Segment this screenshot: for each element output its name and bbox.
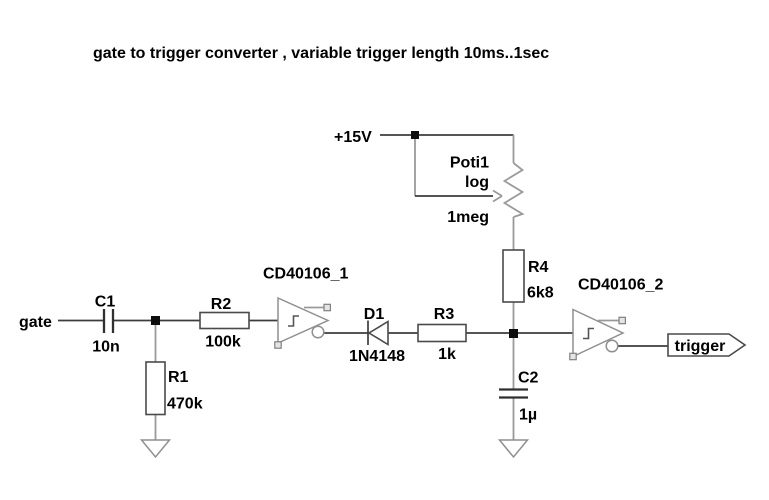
inverter2-ref-label: CD40106_2 bbox=[578, 277, 664, 294]
poti1-taper-label: log bbox=[465, 174, 489, 191]
inverter1-triangle bbox=[277, 296, 330, 345]
r3-value-label: 1k bbox=[438, 346, 456, 363]
c1-value-label: 10n bbox=[92, 339, 120, 356]
poti1-ref-label: Poti1 bbox=[450, 155, 489, 172]
c2-ref-label: C2 bbox=[518, 370, 539, 387]
inversion-bubble-icon bbox=[311, 325, 325, 339]
inverter2-schmitt: CD40106_2 bbox=[569, 277, 664, 361]
c1-ref-label: C1 bbox=[95, 294, 116, 311]
r1-resistor: R1 470k bbox=[145, 361, 203, 416]
ground-icon bbox=[139, 439, 172, 459]
c1-capacitor: C1 10n bbox=[92, 294, 120, 356]
pin-marker-icon bbox=[569, 352, 577, 361]
r2-value-label: 100k bbox=[205, 334, 241, 351]
ground-icon bbox=[497, 439, 530, 459]
r4-body bbox=[502, 249, 525, 303]
r4-ref-label: R4 bbox=[528, 259, 549, 276]
power-rail-label: +15V bbox=[334, 129, 372, 146]
inverter1-schmitt: CD40106_1 bbox=[263, 266, 349, 349]
r2-resistor: R2 100k bbox=[199, 296, 250, 351]
junction-dot bbox=[411, 131, 419, 139]
r1-value-label: 470k bbox=[167, 396, 203, 413]
r3-resistor: R3 1k bbox=[417, 306, 467, 363]
pin-marker-icon bbox=[323, 303, 332, 312]
d1-diode: D1 1N4148 bbox=[349, 306, 405, 365]
trigger-flag bbox=[667, 333, 747, 357]
r4-resistor: R4 6k8 bbox=[502, 249, 554, 303]
d1-ref-label: D1 bbox=[364, 306, 385, 323]
gate-port-label: gate bbox=[19, 314, 52, 331]
inverter2-triangle bbox=[572, 308, 625, 358]
r3-body bbox=[417, 323, 467, 343]
poti1-value-label: 1meg bbox=[447, 209, 489, 226]
inverter1-ref-label: CD40106_1 bbox=[263, 266, 349, 283]
d1-value-label: 1N4148 bbox=[349, 348, 405, 365]
c2-capacitor: C2 1µ bbox=[499, 370, 539, 424]
d1-triangle bbox=[367, 320, 389, 346]
poti1-potentiometer: Poti1 log 1meg bbox=[447, 155, 525, 226]
wire-net bbox=[58, 134, 668, 440]
r3-ref-label: R3 bbox=[434, 306, 455, 323]
junction-dot bbox=[151, 316, 160, 325]
c2-value-label: 1µ bbox=[519, 407, 537, 424]
r1-body bbox=[145, 361, 166, 416]
trigger-port-label: trigger bbox=[675, 338, 726, 355]
poti1-zigzag bbox=[502, 162, 525, 218]
junction-dot bbox=[509, 329, 518, 338]
r1-ref-label: R1 bbox=[168, 369, 189, 386]
wiper-arrow-icon bbox=[492, 189, 503, 203]
pin-marker-icon bbox=[274, 341, 282, 349]
hysteresis-icon bbox=[288, 315, 299, 327]
pin-marker-icon bbox=[618, 316, 627, 325]
r2-body bbox=[199, 311, 250, 330]
trigger-port: trigger bbox=[667, 333, 747, 357]
r2-ref-label: R2 bbox=[211, 296, 232, 313]
schematic-title: gate to trigger converter , variable tri… bbox=[93, 45, 549, 62]
hysteresis-icon bbox=[583, 327, 594, 340]
inversion-bubble-icon bbox=[605, 339, 619, 353]
r4-value-label: 6k8 bbox=[527, 285, 554, 302]
